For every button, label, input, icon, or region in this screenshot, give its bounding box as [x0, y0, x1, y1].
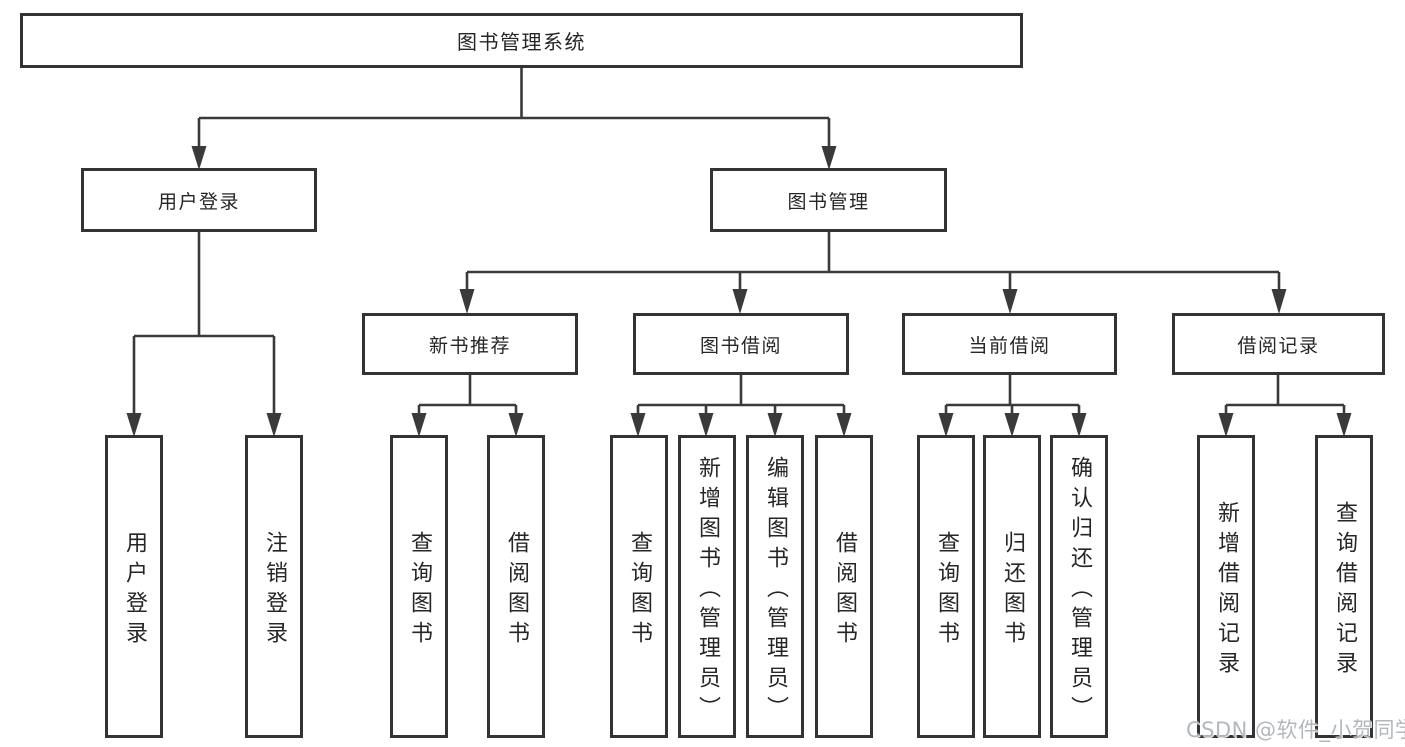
connector-borrow-records — [1224, 375, 1346, 414]
leaf-logout: 注销登录 — [245, 435, 303, 738]
leaf-current-confirm-return-label: 确认归还（管理员） — [1067, 455, 1092, 726]
node-current-borrow: 当前借阅 — [902, 313, 1117, 375]
node-borrow-records: 借阅记录 — [1172, 313, 1385, 375]
leaf-borrow-query-books: 查询图书 — [610, 435, 668, 738]
leaf-records-add-record: 新增借阅记录 — [1197, 435, 1255, 738]
node-user-login: 用户登录 — [81, 168, 317, 232]
leaf-records-query-record: 查询借阅记录 — [1315, 435, 1373, 738]
leaf-recommend-borrow-books: 借阅图书 — [487, 435, 545, 738]
node-user-login-label: 用户登录 — [157, 190, 240, 213]
connector-user-login — [132, 232, 276, 414]
leaf-recommend-query-books-label: 查询图书 — [407, 530, 432, 651]
arrowheads — [126, 146, 1352, 437]
node-root-label: 图书管理系统 — [457, 30, 586, 54]
connector-root — [197, 68, 831, 147]
node-book-borrow: 图书借阅 — [633, 313, 849, 375]
node-book-management-label: 图书管理 — [787, 190, 870, 213]
leaf-borrow-borrow-books-label: 借阅图书 — [832, 530, 857, 651]
node-root: 图书管理系统 — [20, 13, 1023, 68]
leaf-records-add-record-label: 新增借阅记录 — [1214, 500, 1239, 681]
leaf-borrow-add-books: 新增图书（管理员） — [678, 435, 736, 738]
node-book-management: 图书管理 — [710, 168, 947, 232]
node-borrow-records-label: 借阅记录 — [1237, 334, 1320, 357]
leaf-recommend-borrow-books-label: 借阅图书 — [504, 530, 529, 651]
leaf-logout-label: 注销登录 — [262, 530, 287, 651]
node-current-borrow-label: 当前借阅 — [968, 334, 1051, 357]
connector-current-borrow — [944, 375, 1081, 414]
leaf-user-login: 用户登录 — [105, 435, 163, 738]
connector-book-borrow — [636, 375, 846, 414]
node-book-borrow-label: 图书借阅 — [699, 334, 782, 357]
leaf-borrow-query-books-label: 查询图书 — [627, 530, 652, 651]
leaf-borrow-edit-books-label: 编辑图书（管理员） — [763, 455, 788, 726]
leaf-user-login-label: 用户登录 — [122, 530, 147, 651]
csdn-watermark: CSDN @软件_小贺同学 — [1186, 718, 1405, 742]
leaf-current-return-books: 归还图书 — [983, 435, 1041, 738]
leaf-borrow-add-books-label: 新增图书（管理员） — [695, 455, 720, 726]
leaf-borrow-borrow-books: 借阅图书 — [815, 435, 873, 738]
leaf-current-query-books: 查询图书 — [917, 435, 975, 738]
node-new-book-recommend-label: 新书推荐 — [428, 334, 511, 357]
leaf-current-query-books-label: 查询图书 — [934, 530, 959, 651]
leaf-recommend-query-books: 查询图书 — [390, 435, 448, 738]
node-new-book-recommend: 新书推荐 — [362, 313, 578, 375]
connector-book-management — [465, 232, 1281, 290]
leaf-borrow-edit-books: 编辑图书（管理员） — [746, 435, 804, 738]
connector-new-book — [417, 375, 518, 414]
leaf-current-confirm-return: 确认归还（管理员） — [1050, 435, 1108, 738]
leaf-records-query-record-label: 查询借阅记录 — [1332, 500, 1357, 681]
leaf-current-return-books-label: 归还图书 — [1000, 530, 1025, 651]
